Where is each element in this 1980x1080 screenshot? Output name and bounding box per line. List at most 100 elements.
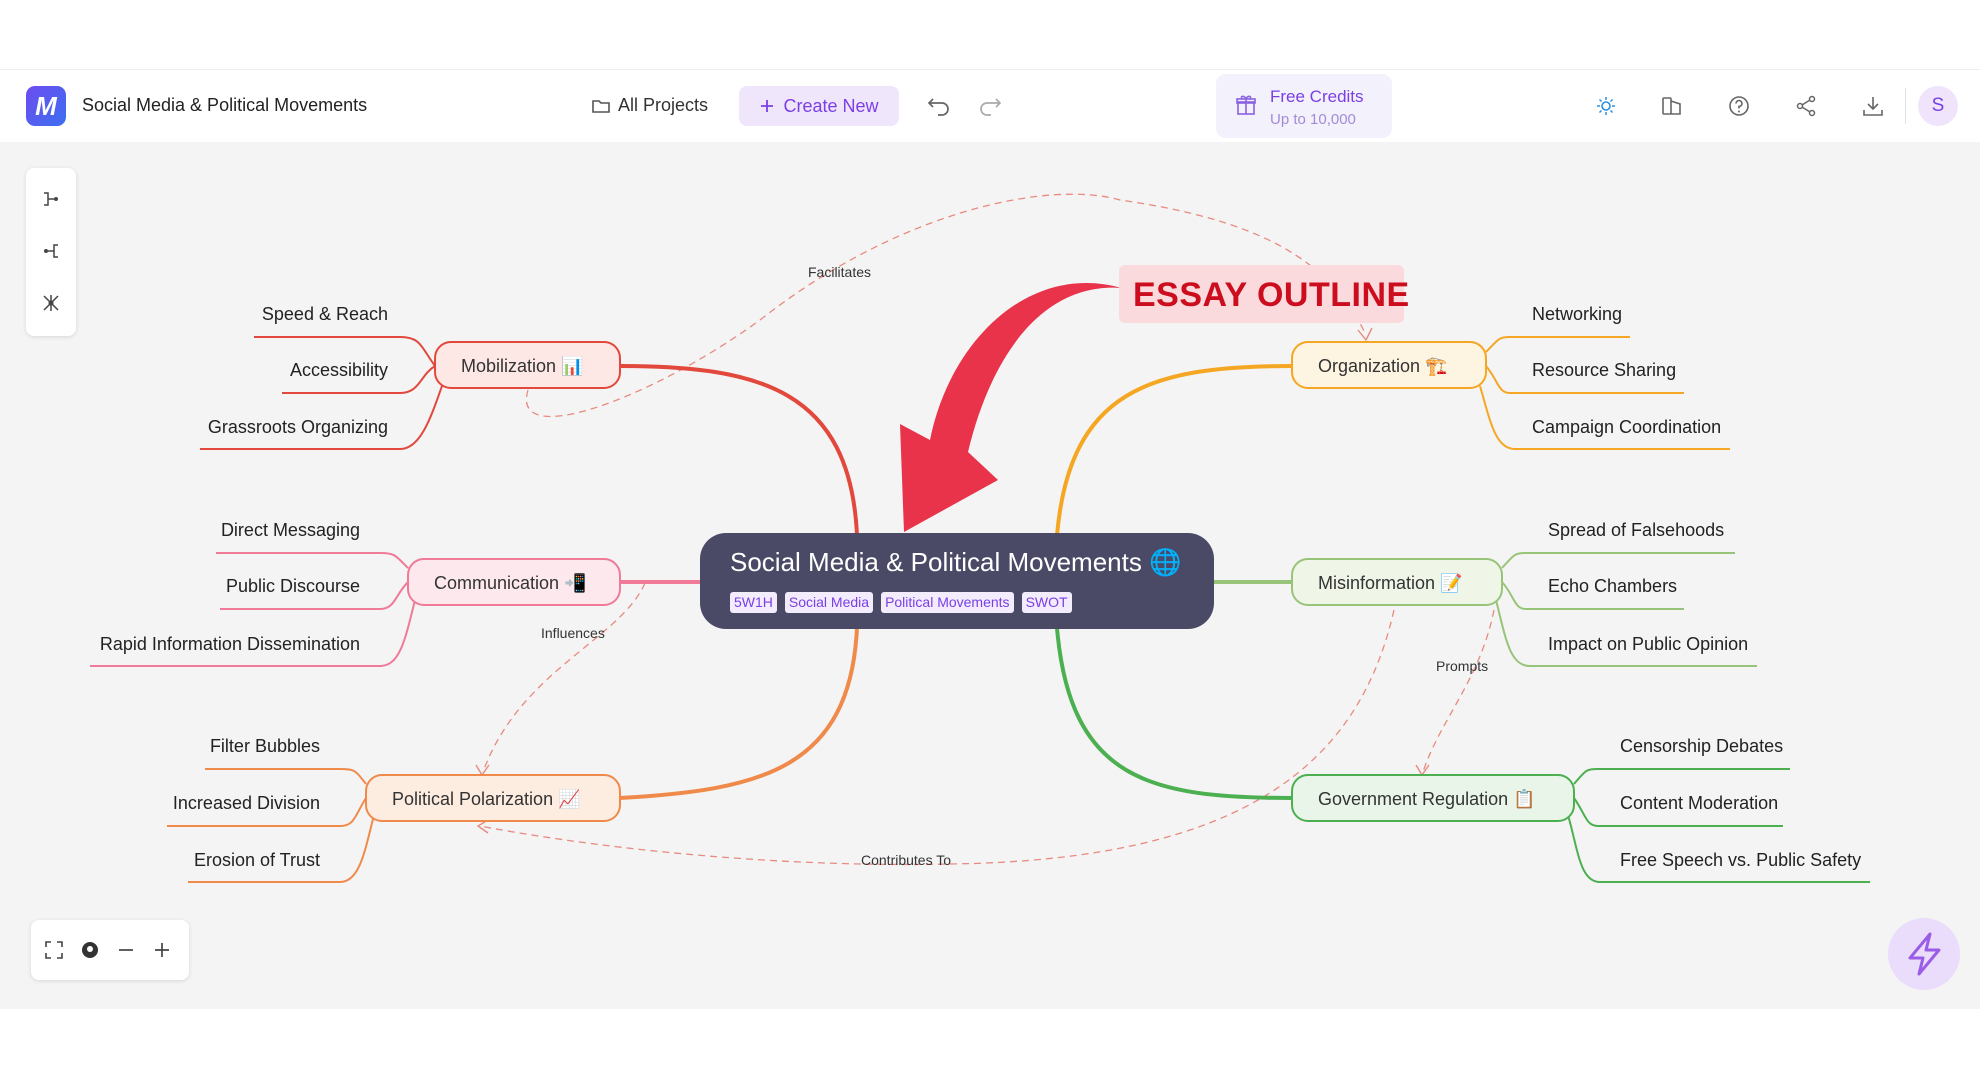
leaf-line <box>90 599 416 667</box>
undo-button[interactable] <box>922 89 956 123</box>
branch-node-polarization[interactable]: Political Polarization 📈 <box>365 774 621 822</box>
layout-button[interactable] <box>1655 89 1689 123</box>
layout-left-button[interactable] <box>34 234 68 268</box>
leaf-item[interactable]: Networking <box>1532 304 1622 324</box>
download-button[interactable] <box>1856 89 1890 123</box>
leaf-line <box>205 768 367 785</box>
tag-badge[interactable]: SWOT <box>1021 592 1072 613</box>
leaf-item[interactable]: Filter Bubbles <box>210 736 320 756</box>
leaf-item[interactable]: Public Discourse <box>226 576 360 596</box>
leaf-item[interactable]: Campaign Coordination <box>1532 417 1721 437</box>
credits-subtitle: Up to 10,000 <box>1270 111 1356 128</box>
leaf-line <box>1501 581 1684 610</box>
leaf-line <box>1495 599 1757 667</box>
leaf-item[interactable]: Spread of Falsehoods <box>1548 520 1724 540</box>
central-topic[interactable]: Social Media & Political Movements 🌐 5W1… <box>700 533 1214 629</box>
expand-icon <box>45 941 63 959</box>
tag-badge[interactable]: Social Media <box>784 592 874 613</box>
share-icon <box>1796 95 1816 117</box>
mobilization-leaf-lines <box>200 336 443 450</box>
lightning-icon <box>1908 932 1941 976</box>
layout-icon <box>1662 97 1681 115</box>
branch-curves <box>619 364 1293 800</box>
help-button[interactable] <box>1722 89 1756 123</box>
branch-node-regulation[interactable]: Government Regulation 📋 <box>1291 774 1575 822</box>
polarization-leaf-lines <box>167 768 375 883</box>
layout-right-button[interactable] <box>34 182 68 216</box>
regulation-leaf-lines <box>1567 768 1870 883</box>
create-new-button[interactable]: Create New <box>739 86 899 126</box>
user-avatar[interactable]: S <box>1918 86 1958 126</box>
branch-node-box <box>434 341 621 389</box>
leaf-item[interactable]: Impact on Public Opinion <box>1548 634 1748 654</box>
zoom-out-button[interactable] <box>109 933 143 967</box>
ai-assist-button[interactable] <box>1888 918 1960 990</box>
credits-title: Free Credits <box>1270 87 1364 106</box>
branch-node-label: Government Regulation 📋 <box>1318 788 1536 809</box>
annotation-arrow <box>900 282 1122 532</box>
leaf-item[interactable]: Direct Messaging <box>221 520 360 540</box>
leaf-line <box>1573 797 1783 827</box>
branch-node-communication[interactable]: Communication 📲 <box>407 558 621 606</box>
theme-toggle-button[interactable] <box>1589 89 1623 123</box>
leaf-item[interactable]: Erosion of Trust <box>194 850 320 870</box>
branch-node-organization[interactable]: Organization 🏗️ <box>1291 341 1487 389</box>
branch-node-misinformation[interactable]: Misinformation 📝 <box>1291 558 1503 606</box>
leaf-item[interactable]: Speed & Reach <box>262 304 388 324</box>
sun-icon <box>1597 97 1615 115</box>
branch-node-label: Communication 📲 <box>434 572 586 593</box>
leaf-item[interactable]: Accessibility <box>290 360 388 380</box>
tag-badge[interactable]: 5W1H <box>730 592 777 613</box>
leaf-line <box>254 336 436 367</box>
header-divider <box>1905 88 1906 124</box>
relation-contributes <box>479 609 1395 866</box>
leaf-line <box>1573 768 1790 785</box>
locate-button[interactable] <box>73 933 107 967</box>
zoom-in-button[interactable] <box>145 933 179 967</box>
branch-node-box <box>1291 558 1503 606</box>
folder-icon <box>592 99 610 113</box>
leaf-line <box>1479 385 1730 450</box>
leaf-line <box>1501 552 1735 569</box>
leaf-item[interactable]: Resource Sharing <box>1532 360 1676 380</box>
redo-button[interactable] <box>973 89 1007 123</box>
layout-radial-button[interactable] <box>34 286 68 320</box>
leaf-line <box>220 581 409 610</box>
right-leaves: Networking Resource Sharing Campaign Coo… <box>1532 304 1861 870</box>
app-logo[interactable]: M <box>26 86 66 126</box>
relation-influences <box>482 582 646 773</box>
leaf-connectors <box>90 336 1870 883</box>
branch-node-box <box>1291 774 1575 822</box>
leaf-item[interactable]: Echo Chambers <box>1548 576 1677 596</box>
branch-node-mobilization[interactable]: Mobilization 📊 <box>434 341 621 389</box>
leaf-item[interactable]: Increased Division <box>173 793 320 813</box>
relation-links <box>479 193 1495 866</box>
leaf-item[interactable]: Content Moderation <box>1620 793 1778 813</box>
all-projects-label: All Projects <box>618 95 709 115</box>
leaf-line <box>1485 336 1630 353</box>
misinformation-leaf-lines <box>1495 552 1757 667</box>
relation-label-influences: Influences <box>541 625 605 641</box>
document-title[interactable]: Social Media & Political Movements <box>82 95 368 115</box>
zoom-controls <box>31 920 189 980</box>
leaf-item[interactable]: Free Speech vs. Public Safety <box>1620 850 1861 870</box>
share-button[interactable] <box>1789 89 1823 123</box>
branch-curve-regulation <box>1055 627 1293 800</box>
download-icon <box>1863 97 1883 116</box>
arrowhead-facilitates <box>1357 327 1373 342</box>
communication-leaf-lines <box>90 552 416 667</box>
relation-label-prompts: Prompts <box>1436 658 1488 674</box>
leaf-item[interactable]: Grassroots Organizing <box>208 417 388 437</box>
fit-view-button[interactable] <box>37 933 71 967</box>
branch-node-label: Mobilization 📊 <box>461 355 583 376</box>
leaf-item[interactable]: Rapid Information Dissemination <box>100 634 360 654</box>
create-new-label: Create New <box>783 95 879 116</box>
all-projects-button[interactable]: All Projects <box>592 95 708 116</box>
leaf-item[interactable]: Censorship Debates <box>1620 736 1783 756</box>
left-leaves: Speed & Reach Accessibility Grassroots O… <box>100 304 388 870</box>
free-credits-button[interactable]: Free Credits Up to 10,000 <box>1216 74 1392 138</box>
location-icon <box>82 942 98 958</box>
branch-curve-mobilization <box>619 364 859 536</box>
tag-badge[interactable]: Political Movements <box>881 592 1014 613</box>
